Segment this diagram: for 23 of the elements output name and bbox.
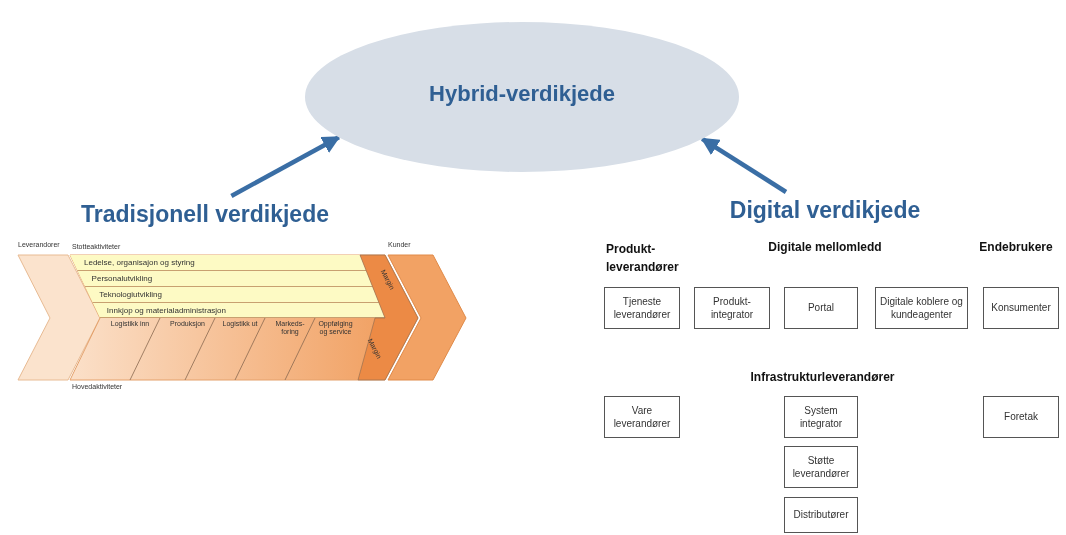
- section-heading: Tradisjonell verdikjede: [40, 196, 370, 232]
- process-box: Tjeneste leverandører: [604, 287, 680, 329]
- process-box: Portal: [784, 287, 858, 329]
- support-activity-band: Teknologiutvikling: [85, 287, 380, 303]
- process-box: Støtte leverandører: [784, 446, 858, 488]
- section-heading: Digital verdikjede: [695, 192, 955, 228]
- support-activity-band: Ledelse, organisajon og styring: [70, 255, 367, 271]
- support-activity-band: Innkjop og materialadministrasjon: [92, 303, 385, 318]
- process-box: Vare leverandører: [604, 396, 680, 438]
- group-heading: Endebrukere: [978, 239, 1054, 256]
- group-heading: Infrastrukturleverandører: [749, 369, 896, 386]
- arrow: [700, 136, 788, 194]
- process-box: Distributører: [784, 497, 858, 533]
- ellipse-title: Hybrid-verdikjede: [428, 81, 616, 107]
- process-box: Digitale koblere og kundeagenter: [875, 287, 968, 329]
- process-box: System integrator: [784, 396, 858, 438]
- group-heading: Digitale mellomledd: [767, 239, 883, 256]
- group-heading: Produkt- leverandører: [606, 241, 680, 276]
- process-box: Konsumenter: [983, 287, 1059, 329]
- process-box: Foretak: [983, 396, 1059, 438]
- process-box: Produkt- integrator: [694, 287, 770, 329]
- support-activity-band: Personalutvikling: [77, 271, 373, 287]
- arrow: [230, 135, 341, 198]
